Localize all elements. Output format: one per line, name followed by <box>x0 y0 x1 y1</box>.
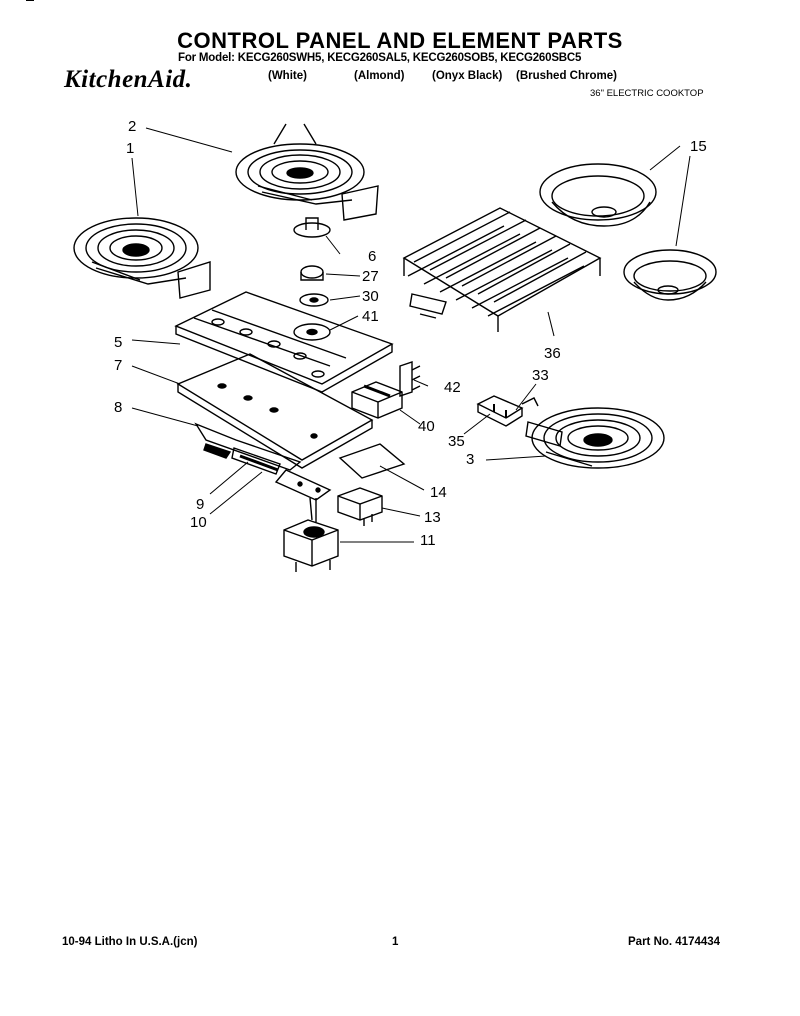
callout-6: 6 <box>368 248 377 265</box>
callout-13: 13 <box>424 509 441 526</box>
part-number: Part No. 4174434 <box>628 936 721 948</box>
top-edge-mark <box>26 0 34 4</box>
callout-41: 41 <box>362 308 379 325</box>
infinite-switch-11 <box>283 497 339 572</box>
coil-element-1 <box>73 217 211 299</box>
callout-27: 27 <box>362 268 379 285</box>
control-panel-5 <box>174 291 394 393</box>
color-almond: (Almond) <box>354 70 405 82</box>
litho-note: 10-94 Litho In U.S.A.(jcn) <box>62 936 198 948</box>
callout-10: 10 <box>190 514 207 531</box>
callout-3: 3 <box>466 451 475 468</box>
panel-backer-7 <box>176 353 374 469</box>
callout-1: 1 <box>126 140 135 157</box>
bracket-42 <box>399 361 421 397</box>
page-title: CONTROL PANEL AND ELEMENT PARTS <box>177 28 623 53</box>
callout-30: 30 <box>362 288 379 305</box>
drip-bowl-large <box>539 163 657 227</box>
color-onyx-black: (Onyx Black) <box>432 70 503 82</box>
coil-element-3 <box>525 407 665 469</box>
coil-element-2 <box>235 123 379 221</box>
callout-15: 15 <box>690 138 707 155</box>
page-number: 1 <box>392 936 399 948</box>
callout-14: 14 <box>430 484 447 501</box>
callout-2: 2 <box>128 118 137 135</box>
switch-knob-stack <box>293 217 331 341</box>
callout-8: 8 <box>114 399 123 416</box>
color-white: (White) <box>268 70 307 82</box>
callout-42: 42 <box>444 379 461 396</box>
grill-element-36 <box>402 207 602 332</box>
callout-33: 33 <box>532 367 549 384</box>
callout-11: 11 <box>420 532 436 549</box>
switch-40 <box>351 381 403 419</box>
bracket-14 <box>274 443 406 501</box>
product-subtitle: 36" ELECTRIC COOKTOP <box>590 88 704 99</box>
callout-40: 40 <box>418 418 435 435</box>
receptacle-33-35 <box>476 395 539 427</box>
switch-13 <box>337 487 383 526</box>
bracket-8 <box>194 422 302 475</box>
drip-bowl-small <box>623 249 717 301</box>
callout-7: 7 <box>114 357 123 374</box>
callout-36: 36 <box>544 345 561 362</box>
callout-5: 5 <box>114 334 123 351</box>
color-brushed-chrome: (Brushed Chrome) <box>516 70 617 82</box>
callout-9: 9 <box>196 496 205 513</box>
model-list: For Model: KECG260SWH5, KECG260SAL5, KEC… <box>178 52 582 64</box>
brand-logo: KitchenAid. <box>64 66 193 93</box>
callout-35: 35 <box>448 433 465 450</box>
